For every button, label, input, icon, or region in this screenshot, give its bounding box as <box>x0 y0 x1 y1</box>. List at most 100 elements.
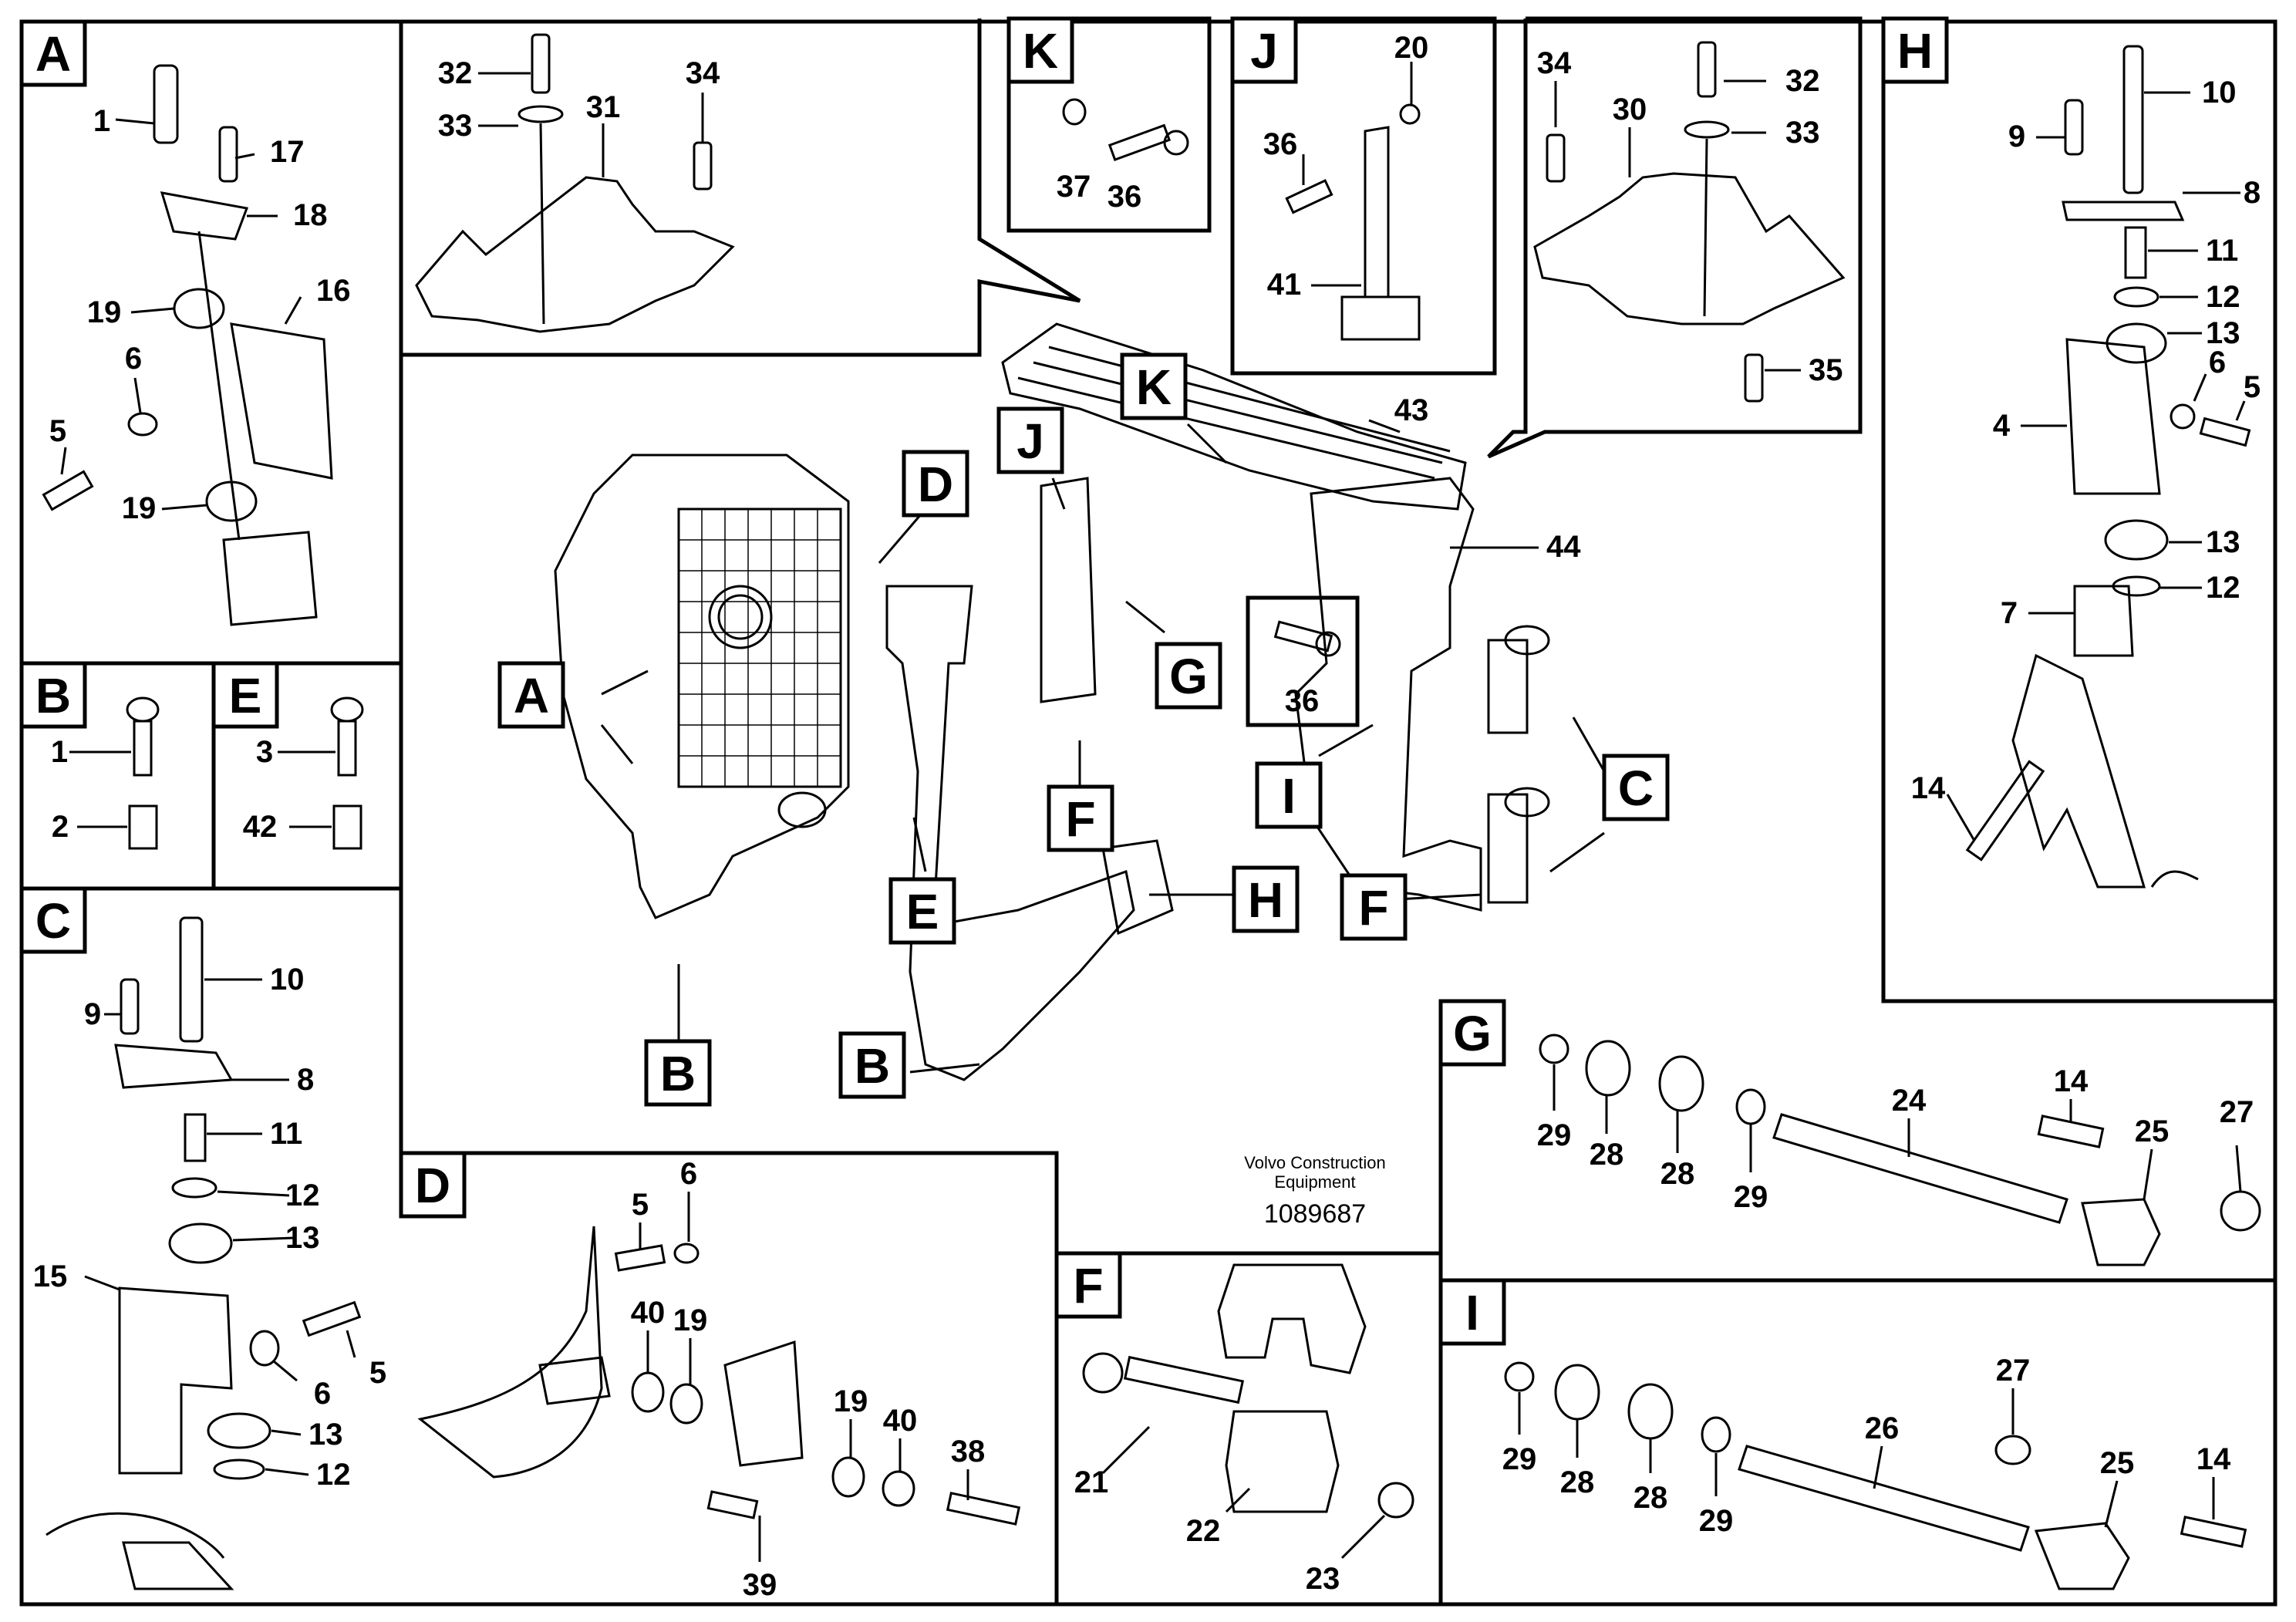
view-marker-j: J <box>1017 413 1044 469</box>
panel-j-callouts: 20 36 41 <box>1263 31 1429 302</box>
callout: 29 <box>1699 1504 1734 1538</box>
callout: 8 <box>2244 176 2261 210</box>
view-marker-d: D <box>918 457 953 512</box>
callout: 37 <box>1057 170 1091 204</box>
panel-frames <box>19 16 2277 1607</box>
callout: 13 <box>308 1418 343 1452</box>
panel-letter-c: C <box>35 893 71 949</box>
callout: 26 <box>1865 1411 1900 1445</box>
main-assembly-leaders <box>600 419 1606 1074</box>
callout: 2 <box>52 810 69 844</box>
callout: 4 <box>1993 409 2011 443</box>
callout: 38 <box>951 1435 986 1469</box>
view-marker-i: I <box>1282 768 1296 824</box>
view-marker-b: B <box>660 1046 696 1101</box>
panel-c-leaders <box>84 978 356 1476</box>
view-marker-f: F <box>1358 880 1388 936</box>
callout: 27 <box>2220 1095 2254 1129</box>
callout: 14 <box>2054 1064 2089 1098</box>
callout: 41 <box>1267 268 1302 302</box>
callout: 16 <box>316 274 351 308</box>
bracket-31-leaders <box>478 72 704 177</box>
panel-letter-boxes <box>19 16 1949 1346</box>
callout: 31 <box>586 90 621 124</box>
callout: 18 <box>293 198 328 232</box>
panel-a-callouts: 1 17 18 19 16 6 5 19 <box>49 104 351 525</box>
callout: 36 <box>1108 180 1142 214</box>
panel-letters: A B E C D K J H G F I <box>35 23 1933 1340</box>
panel-d-drawing <box>417 1226 1021 1526</box>
callout: 40 <box>883 1404 918 1438</box>
callout: 8 <box>297 1063 314 1097</box>
callout: 13 <box>285 1221 320 1255</box>
panel-j-leaders <box>1302 62 1413 287</box>
callout: 6 <box>314 1377 331 1411</box>
panel-k-drawing <box>1062 98 1189 161</box>
callout: 29 <box>1734 1180 1768 1214</box>
panel-k-callouts: 37 36 <box>1057 170 1142 214</box>
view-marker-k: K <box>1136 359 1172 415</box>
callout-36-drawing <box>1273 620 1341 657</box>
callout: 35 <box>1809 353 1843 387</box>
view-marker-boxes <box>497 352 1670 1107</box>
callout: 25 <box>2135 1114 2170 1148</box>
callout: 29 <box>1537 1118 1572 1152</box>
callout: 30 <box>1613 93 1647 126</box>
panel-i-drawing <box>1504 1361 2247 1590</box>
publisher-line-1: Volvo Construction <box>1244 1153 1385 1172</box>
panel-letter-b: B <box>35 668 71 723</box>
callout: 22 <box>1186 1514 1221 1548</box>
panel-letter-f: F <box>1073 1258 1103 1313</box>
callout: 14 <box>1911 771 1946 805</box>
panel-d-callouts: 5 6 40 19 19 40 38 39 <box>631 1157 986 1602</box>
panel-d-leaders <box>639 1192 969 1562</box>
panel-be-leaders <box>69 750 335 828</box>
panel-be-callouts: 1 2 3 42 <box>51 735 277 844</box>
callout: 10 <box>270 963 305 996</box>
panel-f-callouts: 21 22 23 <box>1074 1465 1340 1596</box>
callout: 44 <box>1546 530 1581 564</box>
panel-j-drawing <box>1285 103 1421 341</box>
main-view-callouts: 43 44 36 <box>1285 393 1581 718</box>
callout: 12 <box>2206 571 2240 605</box>
callout: 6 <box>680 1157 697 1191</box>
panel-g-leaders <box>1553 1064 2242 1200</box>
callout: 1 <box>93 104 110 138</box>
panel-c-drawing <box>46 916 362 1590</box>
callout: 34 <box>1537 46 1572 80</box>
callout: 32 <box>1785 64 1820 98</box>
panel-letter-e: E <box>229 668 262 723</box>
callout: 28 <box>1660 1157 1695 1191</box>
view-markers: D J K A G I C F E H F B B <box>514 359 1654 1101</box>
callout: 32 <box>438 56 473 90</box>
callout: 11 <box>2206 234 2238 268</box>
panel-a-leaders <box>60 118 302 511</box>
callout: 5 <box>49 414 66 448</box>
callout: 12 <box>316 1458 351 1492</box>
view-marker-a: A <box>514 668 549 723</box>
callout: 23 <box>1306 1562 1340 1596</box>
panel-letter-j: J <box>1250 23 1278 79</box>
callout: 13 <box>2206 525 2240 559</box>
callout: 17 <box>270 135 305 169</box>
callout: 9 <box>2008 120 2025 153</box>
view-marker-b: B <box>855 1038 890 1094</box>
panel-letter-a: A <box>35 26 71 82</box>
callout: 42 <box>243 810 278 844</box>
panel-c-callouts: 10 9 8 11 12 13 15 5 6 13 12 <box>33 963 386 1492</box>
callout: 24 <box>1892 1084 1927 1118</box>
callout: 6 <box>125 342 142 376</box>
callout: 15 <box>33 1259 68 1293</box>
drawing-number: 1089687 <box>1264 1199 1366 1229</box>
callout: 14 <box>2197 1442 2231 1476</box>
callout: 33 <box>1785 116 1820 150</box>
view-marker-g: G <box>1169 649 1208 704</box>
view-marker-f: F <box>1065 791 1095 847</box>
callout: 21 <box>1074 1465 1109 1499</box>
callout: 33 <box>438 109 473 143</box>
callout: 12 <box>285 1179 320 1212</box>
panel-h-leaders <box>1946 91 2246 841</box>
view-marker-e: E <box>906 884 939 939</box>
panel-letter-d: D <box>415 1158 450 1213</box>
